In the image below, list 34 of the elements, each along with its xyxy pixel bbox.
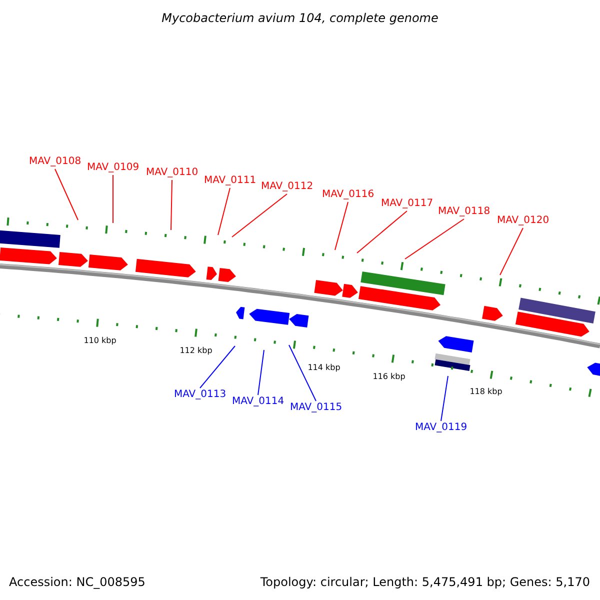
gene-label: MAV_0119 bbox=[414, 422, 468, 434]
leader-line bbox=[218, 188, 230, 236]
title: Mycobacterium avium 104, complete genome bbox=[160, 11, 440, 25]
gene-label: MAV_0114 bbox=[232, 396, 284, 408]
gene-label: MAV_0117 bbox=[380, 198, 434, 210]
gene-label: MAV_0120 bbox=[496, 215, 550, 227]
leader-line bbox=[288, 344, 316, 402]
leader-line bbox=[170, 180, 172, 230]
leader-line bbox=[334, 202, 348, 250]
gene-label: MAV_0118 bbox=[438, 206, 490, 218]
scale-label: 112 kbp bbox=[180, 345, 212, 357]
scale-label: 118 kbp bbox=[470, 386, 502, 398]
leader-line bbox=[232, 194, 288, 238]
gene-label: MAV_0115 bbox=[290, 402, 342, 414]
gene-label: MAV_0109 bbox=[86, 162, 140, 174]
leader-line bbox=[258, 350, 264, 396]
gene-label: MAV_0111 bbox=[204, 175, 256, 187]
scale-label: 116 kbp bbox=[372, 371, 406, 383]
leader-line bbox=[54, 168, 78, 220]
leader-line bbox=[500, 228, 524, 276]
leader-line bbox=[440, 376, 448, 422]
gene-label: MAV_0116 bbox=[322, 189, 374, 201]
leader-line bbox=[112, 174, 114, 224]
scale-label: 114 kbp bbox=[308, 362, 340, 374]
leader-line bbox=[356, 210, 408, 254]
gene-label: MAV_0110 bbox=[146, 167, 198, 179]
accession-text: Accession: NC_008595 bbox=[9, 575, 146, 589]
gene-label: MAV_0108 bbox=[28, 156, 82, 168]
gene-label: MAV_0112 bbox=[260, 181, 314, 193]
genome-info-text: Topology: circular; Length: 5,475,491 bp; Genes: 5,170 bbox=[260, 575, 590, 589]
leader-line bbox=[200, 346, 236, 388]
leader-line bbox=[404, 218, 464, 260]
scale-label: 110 kbp bbox=[84, 335, 116, 347]
gene-label: MAV_0113 bbox=[174, 389, 226, 401]
